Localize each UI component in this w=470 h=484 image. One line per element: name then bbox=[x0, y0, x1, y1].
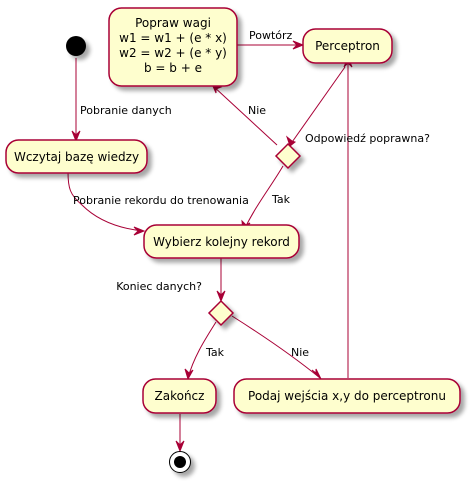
node-update-weights-line-1: Popraw wagi bbox=[135, 16, 211, 30]
arrowhead bbox=[292, 40, 305, 50]
edges bbox=[67, 40, 353, 453]
node-load-knowledge-base-label: Wczytaj bazę wiedzy bbox=[14, 150, 139, 164]
node-next-record-label: Wybierz kolejny rekord bbox=[153, 235, 290, 249]
edge-answer-decision-yes-to-next-record bbox=[243, 165, 284, 231]
edge-perceptron-to-answer-decision bbox=[289, 66, 346, 146]
decision-answer-correct-label: Odpowiedź poprawna? bbox=[305, 132, 430, 145]
arrowhead bbox=[311, 368, 322, 380]
arrowhead bbox=[71, 130, 81, 143]
edge-answer-decision-no-to-update bbox=[211, 84, 278, 146]
node-finish-label: Zakończ bbox=[155, 389, 205, 403]
edge-label-fetch-training-record: Pobranie rekordu do trenowania bbox=[73, 194, 249, 207]
edge-label-no-2: Nie bbox=[291, 346, 309, 359]
decision-end-of-data bbox=[207, 299, 235, 327]
edge-label-repeat: Powtórz bbox=[249, 29, 293, 42]
node-next-record bbox=[143, 224, 300, 259]
edge-label-fetch-data: Pobranie danych bbox=[80, 104, 172, 117]
edge-load-to-next-record bbox=[67, 171, 144, 232]
node-update-weights bbox=[108, 7, 238, 87]
arrowhead bbox=[285, 135, 297, 147]
arrowhead bbox=[175, 440, 185, 453]
edge-label-yes-1: Tak bbox=[271, 193, 291, 206]
node-load-knowledge-base bbox=[5, 139, 148, 174]
arrowhead bbox=[216, 290, 226, 303]
start-node bbox=[66, 36, 86, 56]
node-feed-inputs bbox=[233, 378, 461, 414]
edge-label-no-1: Nie bbox=[248, 104, 266, 117]
node-perceptron bbox=[302, 28, 393, 64]
node-update-weights-line-3: w2 = w2 + (e * y) bbox=[119, 46, 227, 60]
decision-answer-correct bbox=[274, 142, 302, 170]
arrowhead bbox=[133, 226, 146, 236]
arrowhead bbox=[184, 368, 194, 381]
edge-label-yes-2: Tak bbox=[205, 346, 225, 359]
node-perceptron-label: Perceptron bbox=[315, 39, 380, 53]
node-finish bbox=[142, 378, 217, 414]
stop-node bbox=[169, 451, 191, 473]
node-update-weights-line-2: w1 = w1 + (e * x) bbox=[119, 31, 227, 45]
node-update-weights-line-4: b = b + e bbox=[144, 61, 202, 75]
node-feed-inputs-label: Podaj wejścia x,y do perceptronu bbox=[248, 389, 446, 403]
edge-end-decision-no-to-feed bbox=[231, 315, 321, 379]
decision-end-of-data-label: Koniec danych? bbox=[116, 280, 202, 293]
